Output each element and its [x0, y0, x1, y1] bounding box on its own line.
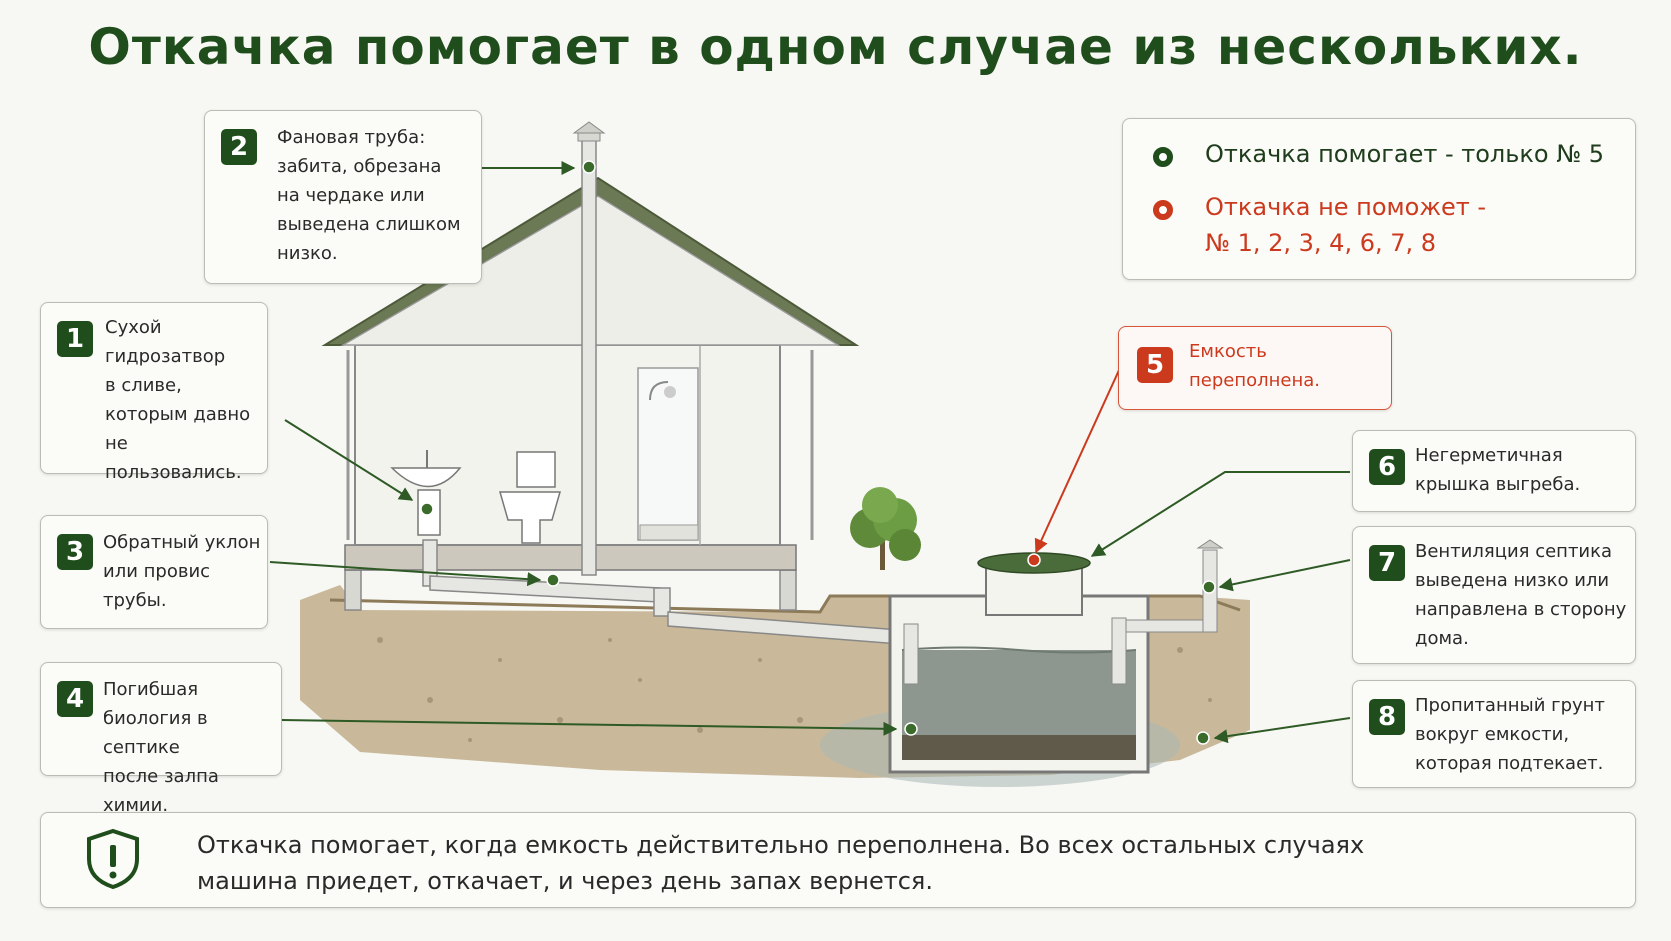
card-number: 2 [221, 129, 257, 165]
drain-pipe [422, 539, 901, 645]
card-text: Погибшая биология в септике после залпа … [103, 679, 219, 816]
card-text: Сухой гидрозатвор в сливе, которым давно… [105, 317, 251, 483]
card-number: 1 [57, 321, 93, 357]
card-5: 5 Емкость переполнена. [1118, 326, 1392, 410]
green-dot-icon [1153, 147, 1173, 167]
shield-exclamation-icon [87, 828, 139, 890]
bush [850, 487, 921, 570]
bottom-note: Откачка помогает, когда емкость действит… [40, 812, 1636, 908]
card-2: 2 Фановая труба: забита, обрезана на чер… [204, 110, 482, 284]
red-dot-icon [1153, 200, 1173, 220]
card-text: Обратный уклон или провис трубы. [103, 532, 261, 611]
card-7: 7 Вентиляция септика выведена низко или … [1352, 526, 1636, 664]
legend-not-help: Откачка не поможет - № 1, 2, 3, 4, 6, 7,… [1205, 193, 1486, 257]
card-text: Пропитанный грунт вокруг емкости, котора… [1415, 695, 1605, 774]
leader-line-5 [1034, 367, 1121, 554]
card-number: 4 [57, 681, 93, 717]
card-text: Негерметичная крышка выгреба. [1415, 445, 1581, 495]
page-title: Откачка помогает в одном случае из неско… [88, 18, 1583, 76]
marker-5 [1027, 553, 1041, 567]
leader-lines [269, 161, 1351, 744]
legend-helps: Откачка помогает - только № 5 [1205, 140, 1605, 168]
card-6: 6 Негерметичная крышка выгреба. [1352, 430, 1636, 512]
card-8: 8 Пропитанный грунт вокруг емкости, кото… [1352, 680, 1636, 788]
card-number: 8 [1369, 699, 1405, 735]
card-text: Емкость переполнена. [1189, 341, 1320, 391]
bottom-note-text: Откачка помогает, когда емкость действит… [197, 831, 1365, 895]
problem-markers [420, 160, 1216, 745]
card-number: 3 [57, 534, 93, 570]
card-number: 7 [1369, 545, 1405, 581]
card-number: 6 [1369, 449, 1405, 485]
vent-stack-pipe [572, 121, 606, 576]
septic-tank [888, 539, 1224, 774]
card-1: 1 Сухой гидрозатвор в сливе, которым дав… [40, 302, 268, 483]
card-text: Вентиляция септика выведена низко или на… [1415, 541, 1627, 649]
card-4: 4 Погибшая биология в септике после залп… [40, 662, 282, 816]
card-text: Фановая труба: забита, обрезана на черда… [277, 127, 461, 264]
legend-box: Откачка помогает - только № 5 Откачка не… [1122, 118, 1636, 280]
card-number: 5 [1137, 347, 1173, 383]
card-3: 3 Обратный уклон или провис трубы. [40, 515, 268, 629]
